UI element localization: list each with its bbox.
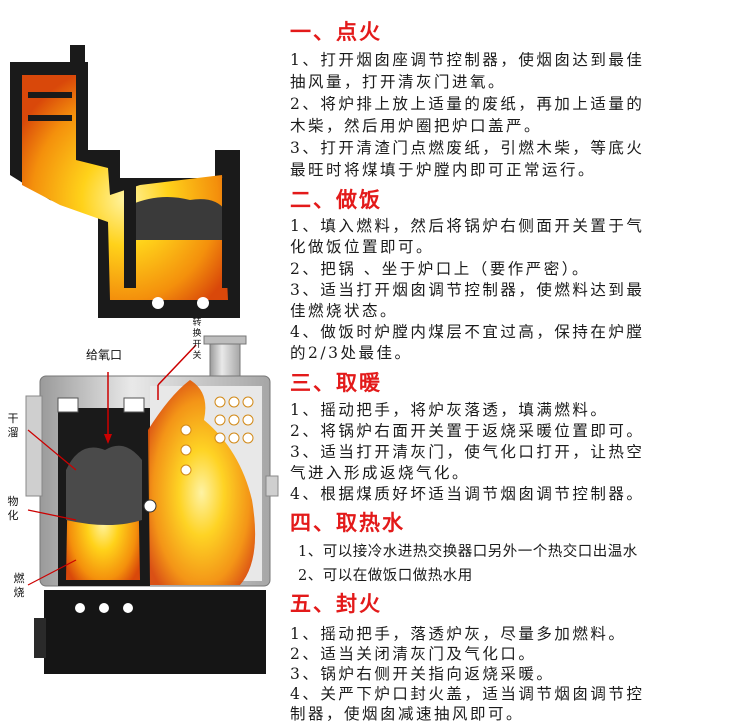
section-1-line-2: 抽风量，打开清灰门进氧。 <box>290 73 507 91</box>
section-3-line-2: 2、将锅炉右面开关置于返烧采暖位置即可。 <box>290 422 645 440</box>
heat-exchanger-holes <box>180 396 254 476</box>
section-1-line-4: 木柴，然后用炉圈把炉口盖严。 <box>290 117 543 135</box>
section-5-line-3: 3、锅炉右侧开关指向返烧采暖。 <box>290 665 555 683</box>
label-oxygen-inlet: 给氧口 <box>86 348 123 362</box>
section-3-line-1: 1、摇动把手，将炉灰落透，填满燃料。 <box>290 401 609 419</box>
section-2-line-7: 的2/3处最佳。 <box>290 344 413 362</box>
label-dry-distill: 干溜 <box>7 412 19 439</box>
section-2-line-5: 佳燃烧状态。 <box>290 302 399 320</box>
coal-pile <box>66 445 142 525</box>
coal-bed <box>130 196 225 240</box>
flame <box>148 380 256 585</box>
section-1-line-5: 3、打开清渣门点燃废纸，引燃木柴，等底火 <box>290 139 645 157</box>
vent-hole-icon <box>152 297 164 309</box>
bottom-boiler-diagram <box>25 335 279 674</box>
section-2-line-6: 4、做饭时炉膛内煤层不宜过高，保持在炉膛 <box>290 323 645 341</box>
section-1-line-6: 最旺时将煤填于炉膛内即可正常运行。 <box>290 161 597 179</box>
boiler-base <box>44 590 266 674</box>
label-gasify: 物化 <box>7 495 19 522</box>
section-1-line-1: 1、打开烟囱座调节控制器，使烟囱达到最佳 <box>290 51 645 69</box>
section-2-line-2: 化做饭位置即可。 <box>290 238 435 256</box>
section-5-line-1: 1、摇动把手，落透炉灰，尽量多加燃料。 <box>290 625 627 643</box>
section-5-heading: 五、封火 <box>290 592 382 616</box>
flame <box>22 75 228 300</box>
section-5-line-2: 2、适当关闭清灰门及气化口。 <box>290 645 537 663</box>
section-1-line-3: 2、将炉排上放上适量的废纸，再加上适量的 <box>290 95 645 113</box>
section-5-line-5: 制器，使烟囱减速抽风即可。 <box>290 705 525 723</box>
section-4-line-1: 1、可以接冷水进热交换器口另外一个热交口出温水 <box>298 544 638 560</box>
section-4-heading: 四、取热水 <box>290 511 405 535</box>
section-3-heading: 三、取暖 <box>290 371 382 395</box>
section-2-line-3: 2、把锅 、坐于炉口上（要作严密）。 <box>290 260 591 278</box>
section-2-heading: 二、做饭 <box>290 188 382 212</box>
label-burn: 燃烧 <box>13 572 25 599</box>
top-stove-diagram <box>10 45 240 318</box>
section-3-line-5: 4、根据煤质好坏适当调节烟囱调节控制器。 <box>290 485 645 503</box>
section-5-line-4: 4、关严下炉口封火盖，适当调节烟囱调节控 <box>290 685 645 703</box>
vent-hole-icon <box>197 297 209 309</box>
section-1-heading: 一、点火 <box>290 20 382 44</box>
section-2-line-4: 3、适当打开烟囱调节控制器，使燃料达到最 <box>290 281 645 299</box>
section-3-line-4: 气进入形成返烧气化。 <box>290 464 471 482</box>
section-3-line-3: 3、适当打开清灰门，使气化口打开，让热空 <box>290 443 645 461</box>
section-2-line-1: 1、填入燃料，然后将锅炉右侧面开关置于气 <box>290 217 645 235</box>
section-4-line-2: 2、可以在做饭口做热水用 <box>298 568 473 584</box>
label-switch: 转换开关 <box>192 318 202 361</box>
